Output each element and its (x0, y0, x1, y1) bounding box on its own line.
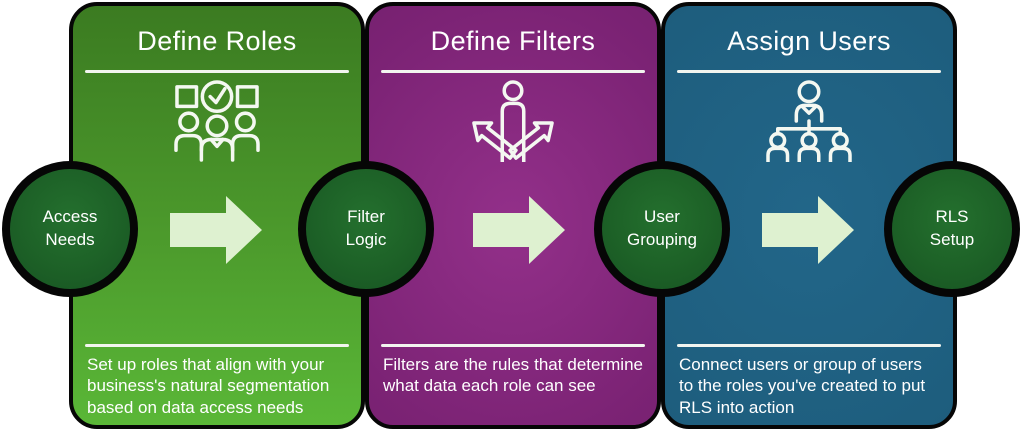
milestone-filter-logic: Filter Logic (298, 161, 434, 297)
milestone-label-line: Needs (45, 230, 95, 249)
flow-arrow (170, 196, 262, 264)
milestone-label-line: Access (42, 207, 98, 227)
card-description: Set up roles that align with your busine… (87, 355, 330, 417)
title-underline (85, 70, 349, 73)
card-title: Assign Users (727, 26, 891, 56)
milestone-label-line: RLS (935, 207, 969, 227)
milestone-label-line: Filter (347, 207, 385, 227)
milestone-rls-setup: RLS Setup (884, 161, 1020, 297)
title-underline (381, 70, 645, 73)
card-description: Filters are the rules that determine wha… (383, 355, 643, 396)
milestone-label-line: User (644, 207, 680, 227)
person-choice-arrows-icon (369, 80, 657, 162)
flow-arrow (762, 196, 854, 264)
title-underline (677, 70, 941, 73)
milestone-label-line: Setup (929, 230, 975, 249)
milestone-label-line: Grouping (627, 230, 697, 249)
body-divider (85, 344, 349, 347)
body-divider (381, 344, 645, 347)
milestone-label-line: Logic (345, 230, 387, 249)
milestone-access-needs: Access Needs (2, 161, 138, 297)
org-chart-icon (665, 80, 953, 162)
body-divider (677, 344, 941, 347)
card-description: Connect users or group of users to the r… (679, 355, 926, 417)
card-title: Define Roles (137, 26, 297, 56)
flow-arrow (473, 196, 565, 264)
team-check-icon (73, 80, 361, 162)
milestone-user-grouping: User Grouping (594, 161, 730, 297)
card-title: Define Filters (430, 26, 596, 56)
